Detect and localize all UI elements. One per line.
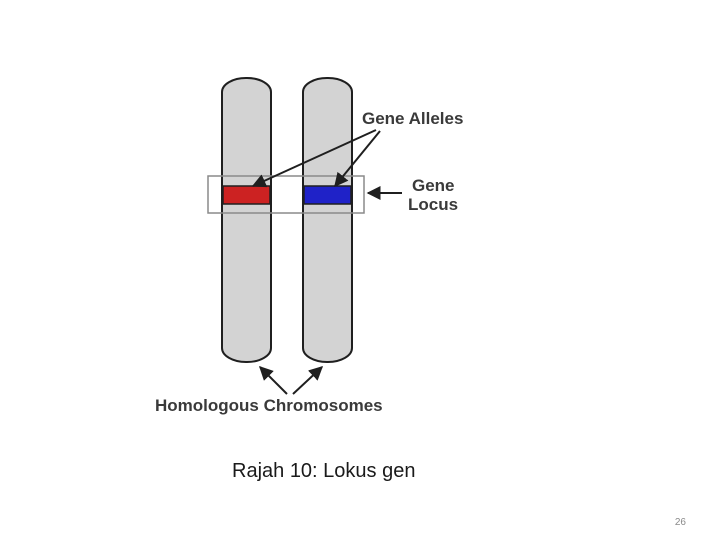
homologous-arrow-right [292,366,324,395]
page-number: 26 [674,517,686,528]
chromosome-left [221,77,272,363]
chromosome-right [302,77,353,363]
gene-alleles-arrow-right [334,130,381,188]
allele-band-right [303,185,352,205]
figure-caption: Rajah 10: Lokus gen [232,460,416,482]
gene-alleles-label: Gene Alleles [362,109,463,128]
gene-locus-label-line2: Locus [408,195,458,214]
gene-locus-box [207,175,365,214]
homologous-chromosomes-label: Homologous Chromosomes [155,396,383,415]
gene-locus-label-line1: Gene [412,176,455,195]
chromosome-left-body [221,77,272,363]
allele-band-left [222,185,271,205]
homologous-arrow-left [259,366,288,395]
chromosome-right-body [302,77,353,363]
gene-alleles-arrow-left [251,129,377,188]
